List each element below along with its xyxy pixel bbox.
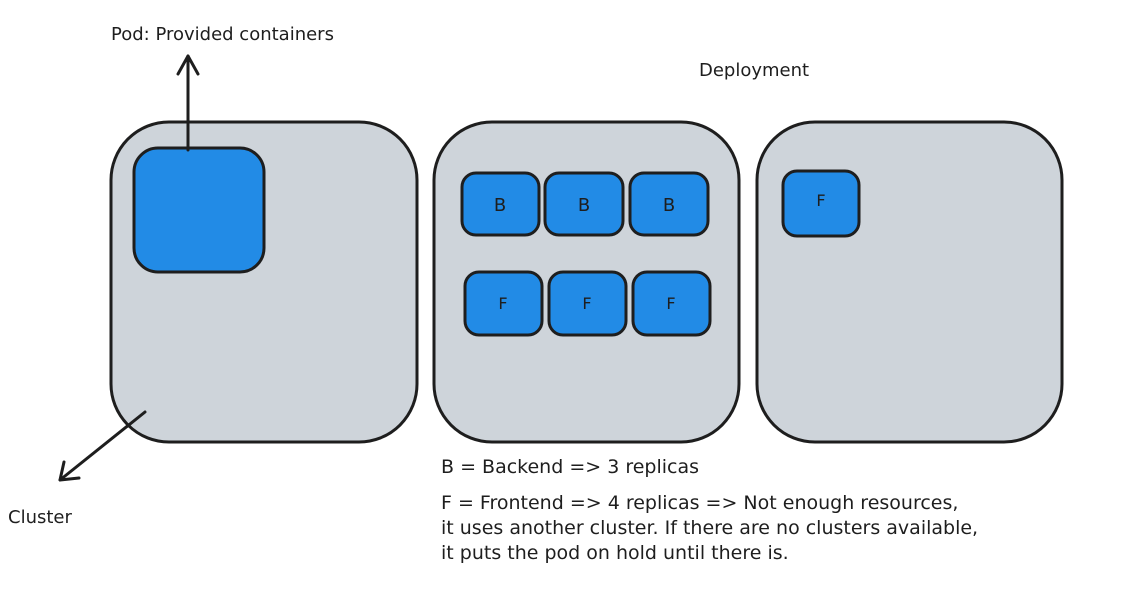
pod-label: Pod: Provided containers xyxy=(111,24,334,45)
pod-frontend-label: F xyxy=(582,294,591,313)
pod-backend-label: B xyxy=(494,195,506,216)
cluster-label: Cluster xyxy=(8,507,72,528)
legend-frontend-line-2: it uses another cluster. If there are no… xyxy=(441,517,979,539)
pod-backend-label: B xyxy=(663,195,675,216)
pod-backend xyxy=(460,171,541,237)
pod-arrow-head xyxy=(176,54,200,76)
legend-frontend-line-1: F = Frontend => 4 replicas => Not enough… xyxy=(441,492,959,514)
pod-frontend-label: F xyxy=(666,294,675,313)
pod-frontend-label: F xyxy=(498,294,507,313)
pod-frontend xyxy=(631,270,712,337)
pod-backend xyxy=(628,171,710,237)
pod-backend-label: B xyxy=(578,195,590,216)
frontend-pods: F F F xyxy=(463,270,712,337)
pod-frontend-overflow-label: F xyxy=(816,191,825,210)
pod-backend xyxy=(543,171,625,237)
pod-example xyxy=(132,146,266,274)
deployment-label: Deployment xyxy=(699,60,810,81)
cluster-arrow xyxy=(58,410,147,482)
cluster-arrow-head xyxy=(58,460,81,482)
legend-backend: B = Backend => 3 replicas xyxy=(441,456,700,478)
pod-frontend-overflow xyxy=(781,169,861,238)
backend-pods: B B B xyxy=(460,171,710,237)
pod-frontend xyxy=(547,270,628,337)
pod-frontend xyxy=(463,270,544,337)
legend-frontend-line-3: it puts the pod on hold until there is. xyxy=(441,542,789,564)
